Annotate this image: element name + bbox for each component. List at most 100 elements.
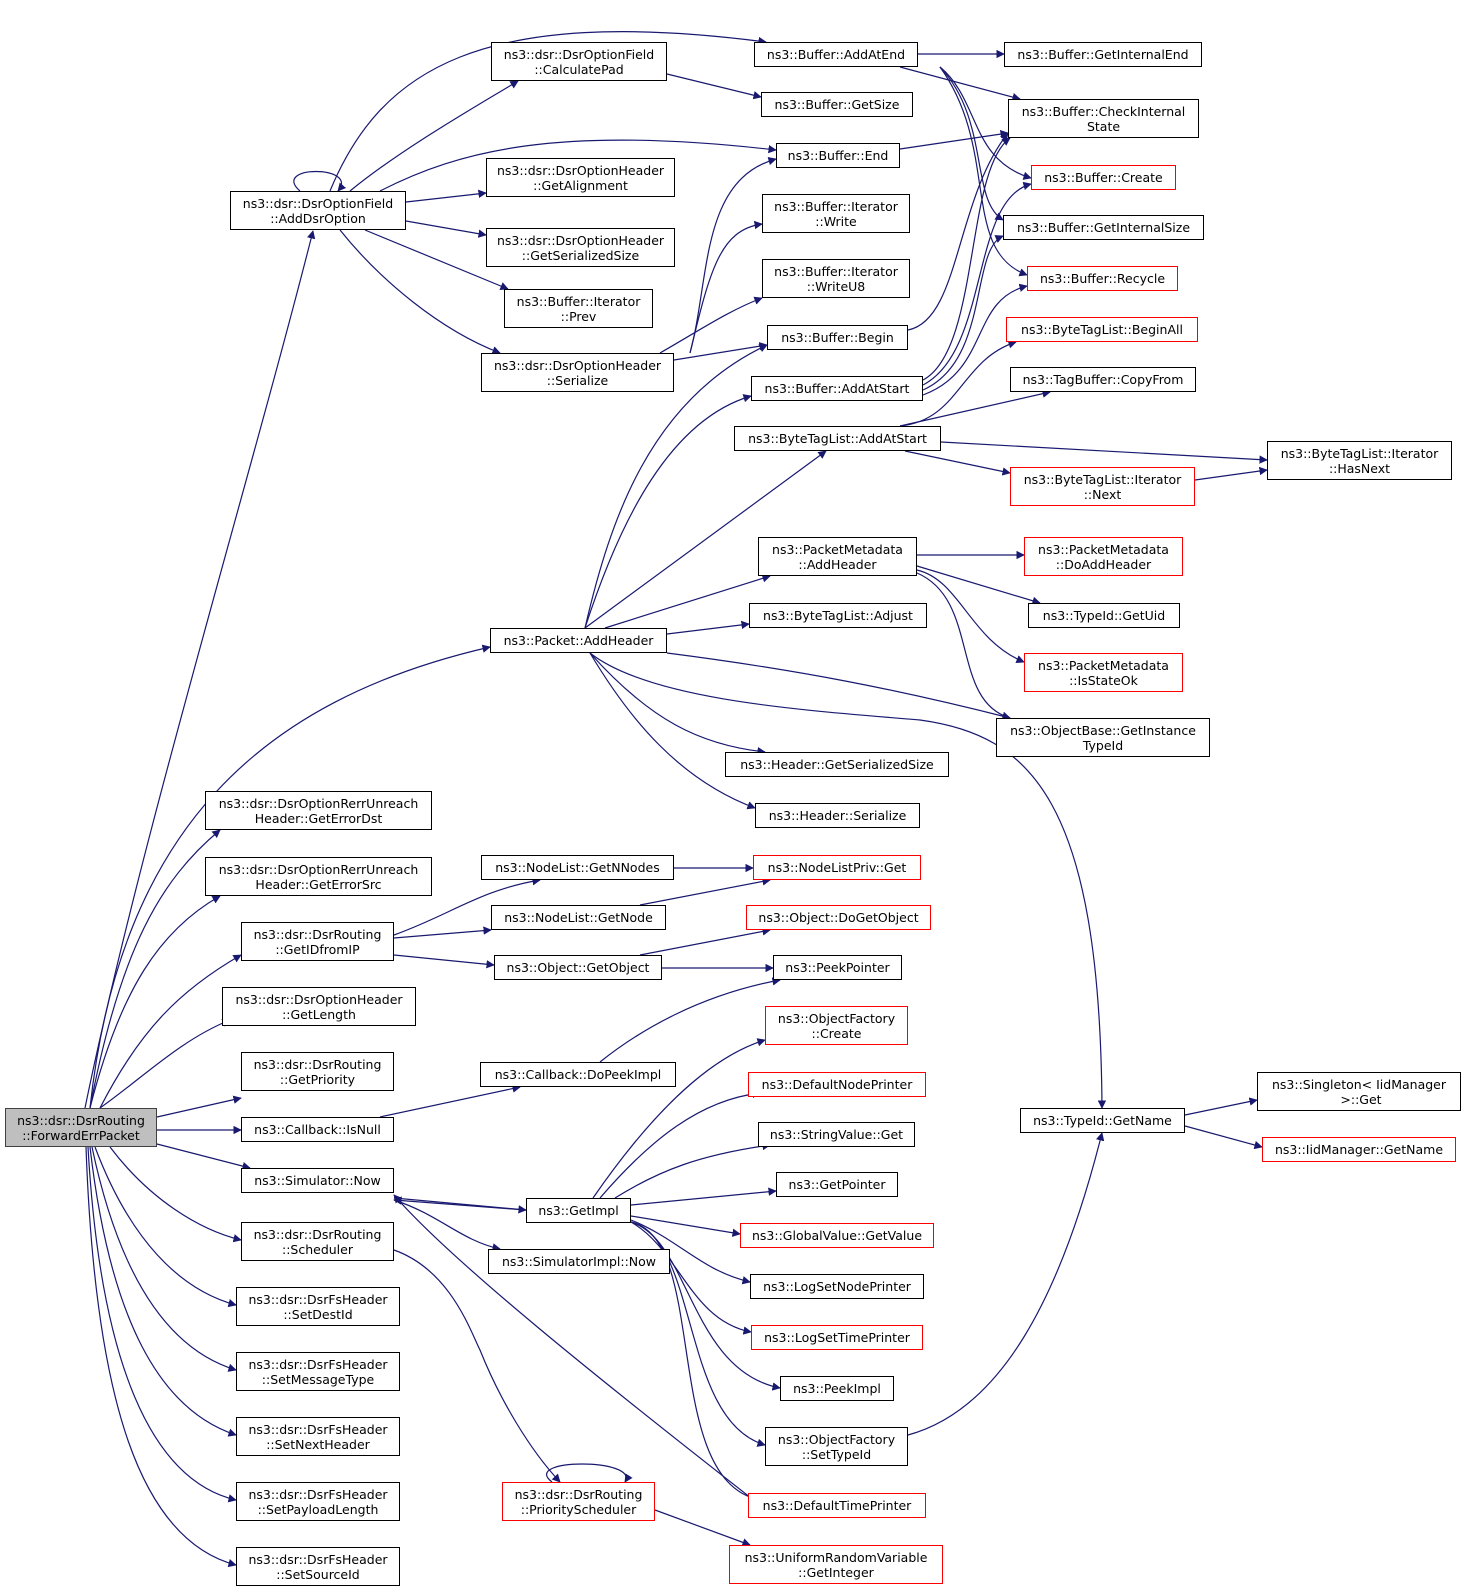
node-default-time-printer[interactable]: ns3::DefaultTimePrinter	[748, 1493, 926, 1518]
node-object-do-get-object[interactable]: ns3::Object::DoGetObject	[746, 905, 931, 930]
node-buffer-recycle[interactable]: ns3::Buffer::Recycle	[1027, 266, 1178, 291]
node-string-value-get[interactable]: ns3::StringValue::Get	[758, 1122, 915, 1147]
node-callback-do-peek-impl[interactable]: ns3::Callback::DoPeekImpl	[480, 1062, 676, 1087]
node-simulator-now[interactable]: ns3::Simulator::Now	[241, 1168, 394, 1193]
node-buffer-get-internal-end[interactable]: ns3::Buffer::GetInternalEnd	[1004, 42, 1202, 67]
edge-buffer-end-buffer-check-internal-state	[899, 129, 1009, 150]
node-buffer-end[interactable]: ns3::Buffer::End	[776, 143, 900, 168]
node-forward-err-packet[interactable]: ns3::dsr::DsrRouting::ForwardErrPacket	[5, 1108, 157, 1147]
node-packet-add-header[interactable]: ns3::Packet::AddHeader	[490, 628, 667, 653]
edge-root-opt-get-length	[99, 1018, 231, 1109]
node-nodelist-get-n-nodes[interactable]: ns3::NodeList::GetNNodes	[481, 855, 674, 880]
edge-default-time-printer-simulator-now	[393, 1194, 761, 1506]
edge-buffer-add-at-start-buffer-check-internal-state	[922, 137, 1011, 381]
edge-calculate-pad-buffer-get-size	[666, 73, 762, 100]
node-buffer-get-internal-size[interactable]: ns3::Buffer::GetInternalSize	[1003, 215, 1204, 240]
edge-simulator-now-simulator-impl-now	[393, 1199, 501, 1252]
node-calculate-pad[interactable]: ns3::dsr::DsrOptionField::CalculatePad	[491, 42, 667, 81]
node-btl-iter-next[interactable]: ns3::ByteTagList::Iterator::Next	[1010, 467, 1195, 506]
node-log-set-node-printer[interactable]: ns3::LogSetNodePrinter	[750, 1274, 924, 1299]
node-set-source-id[interactable]: ns3::dsr::DsrFsHeader::SetSourceId	[236, 1547, 400, 1586]
edge-buffer-add-at-end-buffer-create	[939, 66, 1032, 180]
node-get-pointer[interactable]: ns3::GetPointer	[776, 1172, 898, 1197]
edge-packet-add-header-btl-adjust	[666, 620, 750, 635]
node-object-factory-set-typeid[interactable]: ns3::ObjectFactory::SetTypeId	[765, 1427, 908, 1466]
node-simulator-impl-now[interactable]: ns3::SimulatorImpl::Now	[488, 1249, 670, 1274]
node-urv-get-integer[interactable]: ns3::UniformRandomVariable::GetInteger	[729, 1545, 943, 1584]
edge-root-add-dsr-option	[84, 230, 316, 1109]
node-buffer-create[interactable]: ns3::Buffer::Create	[1031, 165, 1176, 190]
node-btl-adjust[interactable]: ns3::ByteTagList::Adjust	[749, 603, 927, 628]
node-btl-iter-has-next[interactable]: ns3::ByteTagList::Iterator::HasNext	[1267, 441, 1452, 480]
node-pm-do-add-header[interactable]: ns3::PacketMetadata::DoAddHeader	[1024, 537, 1183, 576]
node-set-next-header[interactable]: ns3::dsr::DsrFsHeader::SetNextHeader	[236, 1417, 400, 1456]
node-pm-add-header[interactable]: ns3::PacketMetadata::AddHeader	[758, 537, 917, 576]
edge-root-rerr-get-error-src	[89, 895, 221, 1109]
node-set-payload-length[interactable]: ns3::dsr::DsrFsHeader::SetPayloadLength	[236, 1482, 400, 1521]
node-btl-begin-all[interactable]: ns3::ByteTagList::BeginAll	[1006, 317, 1198, 342]
node-default-node-printer[interactable]: ns3::DefaultNodePrinter	[748, 1072, 926, 1097]
node-opt-get-serialized-size[interactable]: ns3::dsr::DsrOptionHeader::GetSerialized…	[486, 228, 675, 267]
node-opt-serialize[interactable]: ns3::dsr::DsrOptionHeader::Serialize	[481, 353, 674, 392]
edge-add-dsr-option-opt-get-serialized-size	[405, 220, 487, 238]
edge-packet-add-header-btl-add-at-start	[584, 450, 827, 629]
edge-root-get-id-from-ip	[99, 954, 242, 1109]
node-nodelist-get-node[interactable]: ns3::NodeList::GetNode	[491, 905, 666, 930]
edge-add-dsr-option-buffer-add-at-end	[329, 31, 767, 192]
node-header-serialize[interactable]: ns3::Header::Serialize	[755, 803, 920, 828]
node-singleton-get[interactable]: ns3::Singleton< IidManager >::Get	[1257, 1072, 1461, 1111]
edge-packet-add-header-objbase-get-instance-typeid	[666, 652, 1011, 721]
node-global-value-get-value[interactable]: ns3::GlobalValue::GetValue	[740, 1223, 934, 1248]
node-typeid-get-name[interactable]: ns3::TypeId::GetName	[1020, 1108, 1185, 1133]
edge-get-impl-default-time-printer	[630, 1221, 761, 1503]
edge-opt-serialize-buffer-end	[689, 156, 777, 354]
edge-add-dsr-option-self	[293, 171, 347, 192]
node-object-get-object[interactable]: ns3::Object::GetObject	[494, 955, 662, 980]
node-get-impl[interactable]: ns3::GetImpl	[526, 1198, 631, 1223]
node-iter-write-u8[interactable]: ns3::Buffer::Iterator::WriteU8	[762, 259, 910, 298]
node-set-dest-id[interactable]: ns3::dsr::DsrFsHeader::SetDestId	[236, 1287, 400, 1326]
edge-typeid-get-name-iidmanager-get-name	[1184, 1125, 1263, 1150]
edge-btl-add-at-start-tagbuffer-copy-from	[899, 389, 1051, 427]
node-nodelistpriv-get[interactable]: ns3::NodeListPriv::Get	[753, 855, 921, 880]
node-tagbuffer-copy-from[interactable]: ns3::TagBuffer::CopyFrom	[1010, 367, 1196, 392]
node-priority-scheduler[interactable]: ns3::dsr::DsrRouting::PriorityScheduler	[502, 1482, 655, 1521]
node-scheduler[interactable]: ns3::dsr::DsrRouting::Scheduler	[241, 1222, 394, 1261]
node-get-priority[interactable]: ns3::dsr::DsrRouting::GetPriority	[241, 1052, 394, 1091]
edge-get-id-from-ip-nodelist-get-node	[393, 926, 492, 939]
node-buffer-get-size[interactable]: ns3::Buffer::GetSize	[761, 92, 913, 117]
edge-object-get-object-object-do-get-object	[639, 927, 771, 956]
node-get-id-from-ip[interactable]: ns3::dsr::DsrRouting::GetIDfromIP	[241, 922, 394, 961]
node-buffer-begin[interactable]: ns3::Buffer::Begin	[767, 325, 908, 350]
node-peek-impl[interactable]: ns3::PeekImpl	[780, 1376, 894, 1401]
edge-btl-iter-next-btl-iter-has-next	[1194, 466, 1268, 481]
node-get-alignment[interactable]: ns3::dsr::DsrOptionHeader::GetAlignment	[486, 158, 675, 197]
edge-root-set-source-id	[85, 1146, 237, 1568]
node-opt-get-length[interactable]: ns3::dsr::DsrOptionHeader::GetLength	[222, 987, 416, 1026]
node-typeid-get-uid[interactable]: ns3::TypeId::GetUid	[1028, 603, 1180, 628]
node-buffer-add-at-end[interactable]: ns3::Buffer::AddAtEnd	[754, 42, 918, 67]
node-header-get-serialized-size[interactable]: ns3::Header::GetSerializedSize	[725, 752, 949, 777]
node-iter-write[interactable]: ns3::Buffer::Iterator::Write	[762, 194, 910, 233]
node-peek-pointer[interactable]: ns3::PeekPointer	[773, 955, 902, 980]
node-iidmanager-get-name[interactable]: ns3::IidManager::GetName	[1262, 1137, 1456, 1162]
node-pm-is-state-ok[interactable]: ns3::PacketMetadata::IsStateOk	[1024, 653, 1183, 692]
edge-pm-add-header-objbase-get-instance-typeid	[916, 572, 1011, 720]
edge-packet-add-header-pm-add-header	[604, 574, 771, 629]
node-iter-prev[interactable]: ns3::Buffer::Iterator::Prev	[504, 289, 653, 328]
node-object-factory-create[interactable]: ns3::ObjectFactory::Create	[765, 1006, 908, 1045]
node-set-message-type[interactable]: ns3::dsr::DsrFsHeader::SetMessageType	[236, 1352, 400, 1391]
node-callback-is-null[interactable]: ns3::Callback::IsNull	[241, 1117, 394, 1142]
edge-pm-add-header-typeid-get-uid	[916, 565, 1041, 605]
edge-add-dsr-option-opt-serialize	[339, 229, 501, 355]
node-btl-add-at-start[interactable]: ns3::ByteTagList::AddAtStart	[734, 426, 941, 451]
edge-root-get-priority	[156, 1095, 242, 1118]
node-add-dsr-option[interactable]: ns3::dsr::DsrOptionField::AddDsrOption	[230, 191, 406, 230]
node-buffer-add-at-start[interactable]: ns3::Buffer::AddAtStart	[751, 376, 923, 401]
node-log-set-time-printer[interactable]: ns3::LogSetTimePrinter	[751, 1325, 923, 1350]
